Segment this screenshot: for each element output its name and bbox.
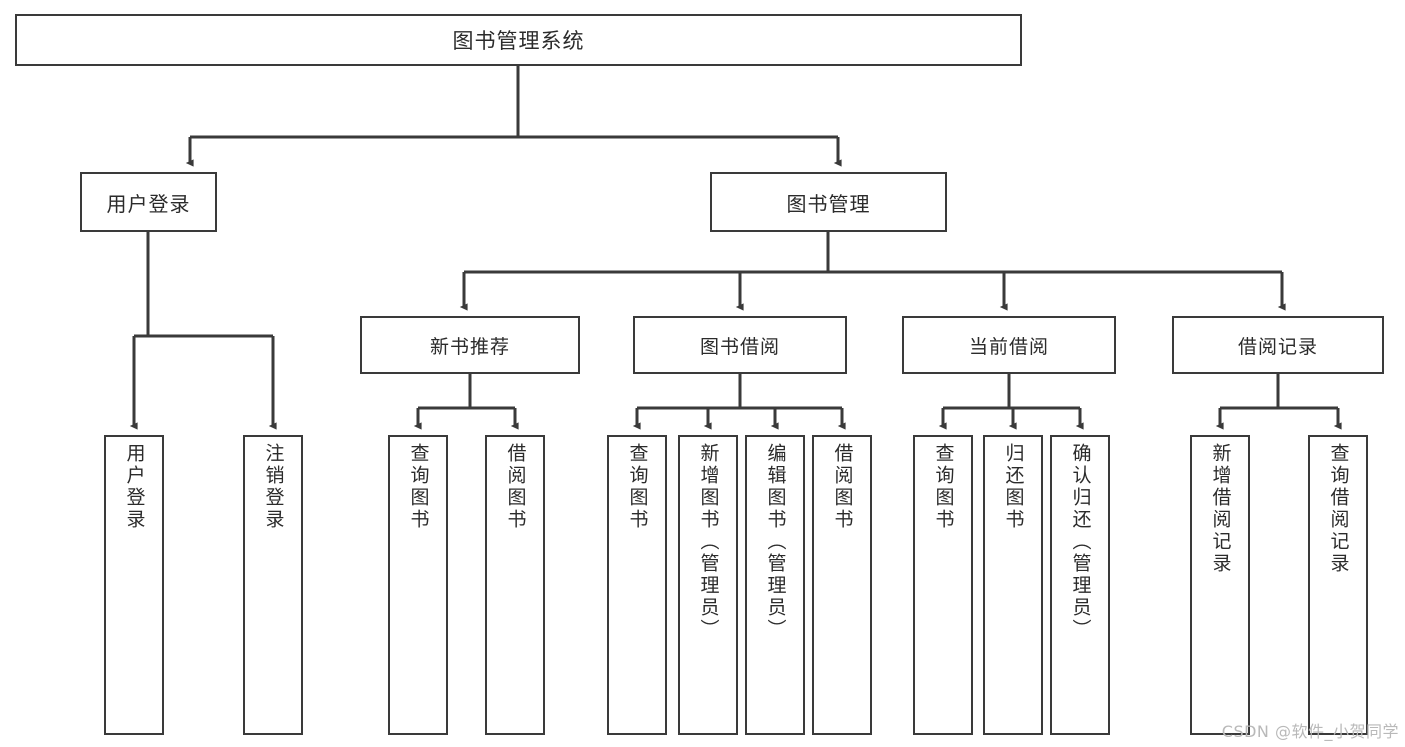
leaf-borrow-book-label: 借阅图书 (831, 443, 854, 531)
node-book-management[interactable]: 图书管理 (710, 172, 947, 232)
leaf-return-book-label: 归还图书 (1002, 443, 1025, 531)
leaf-add-book-admin-label: 新增图书（管理员） (697, 443, 720, 641)
leaf-user-logout-label: 注销登录 (262, 443, 285, 531)
node-book-management-label: 图书管理 (786, 191, 871, 216)
leaf-query-borrow-record[interactable]: 查询借阅记录 (1308, 435, 1368, 735)
leaf-query-book-recommend[interactable]: 查询图书 (388, 435, 448, 735)
leaf-borrow-book-recommend[interactable]: 借阅图书 (485, 435, 545, 735)
leaf-return-book[interactable]: 归还图书 (983, 435, 1043, 735)
leaf-query-book-borrow[interactable]: 查询图书 (607, 435, 667, 735)
node-root-label: 图书管理系统 (452, 29, 585, 53)
node-borrow-record[interactable]: 借阅记录 (1172, 316, 1384, 374)
node-borrow-record-label: 借阅记录 (1237, 335, 1318, 358)
node-current-borrow[interactable]: 当前借阅 (902, 316, 1116, 374)
leaf-add-book-admin[interactable]: 新增图书（管理员） (678, 435, 738, 735)
leaf-borrow-book-recommend-label: 借阅图书 (504, 443, 527, 531)
node-root[interactable]: 图书管理系统 (15, 14, 1022, 66)
leaf-borrow-book[interactable]: 借阅图书 (812, 435, 872, 735)
watermark: CSDN @软件_小贺同学 (1221, 722, 1399, 741)
leaf-user-login-label: 用户登录 (123, 443, 146, 531)
leaf-confirm-return-admin-label: 确认归还（管理员） (1069, 443, 1092, 641)
leaf-query-borrow-record-label: 查询借阅记录 (1327, 443, 1350, 575)
leaf-edit-book-admin-label: 编辑图书（管理员） (764, 443, 787, 641)
node-user-login-label: 用户登录 (106, 191, 191, 216)
leaf-user-logout[interactable]: 注销登录 (243, 435, 303, 735)
leaf-query-book-borrow-label: 查询图书 (626, 443, 649, 531)
leaf-query-book-recommend-label: 查询图书 (407, 443, 430, 531)
node-current-borrow-label: 当前借阅 (968, 335, 1049, 358)
leaf-add-borrow-record[interactable]: 新增借阅记录 (1190, 435, 1250, 735)
leaf-edit-book-admin[interactable]: 编辑图书（管理员） (745, 435, 805, 735)
leaf-query-book-current[interactable]: 查询图书 (913, 435, 973, 735)
leaf-confirm-return-admin[interactable]: 确认归还（管理员） (1050, 435, 1110, 735)
leaf-user-login[interactable]: 用户登录 (104, 435, 164, 735)
node-new-book-recommend[interactable]: 新书推荐 (360, 316, 580, 374)
node-new-book-recommend-label: 新书推荐 (429, 335, 510, 358)
leaf-add-borrow-record-label: 新增借阅记录 (1209, 443, 1232, 575)
node-user-login[interactable]: 用户登录 (80, 172, 217, 232)
node-book-borrow[interactable]: 图书借阅 (633, 316, 847, 374)
node-book-borrow-label: 图书借阅 (699, 335, 780, 358)
leaf-query-book-current-label: 查询图书 (932, 443, 955, 531)
